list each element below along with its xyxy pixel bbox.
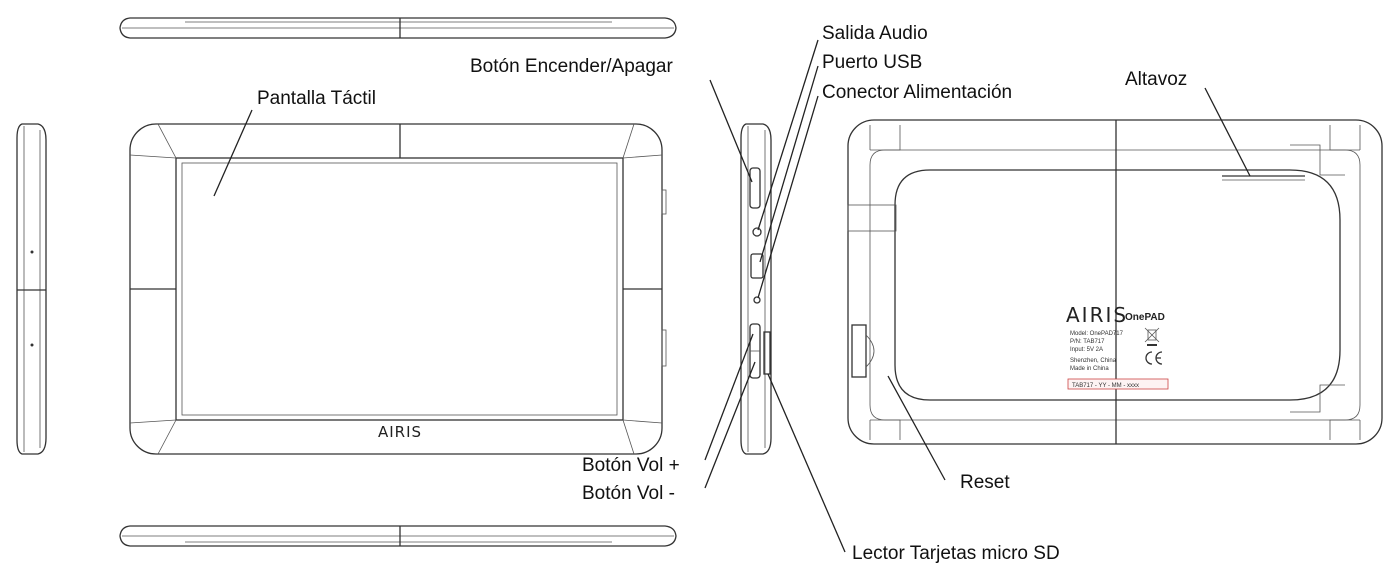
ce-mark-icon xyxy=(1145,351,1163,365)
label-line-3: Input: 5V 2A xyxy=(1070,347,1103,353)
power-connector-shape xyxy=(753,296,761,304)
front-view: AIRIS xyxy=(129,123,667,455)
leader-lines xyxy=(213,39,1251,553)
bottom-edge-view xyxy=(119,525,677,547)
audio-jack-shape xyxy=(752,227,762,237)
label-line-5: Made in China xyxy=(1070,366,1109,372)
power-button-shape xyxy=(749,167,761,209)
right-side-view xyxy=(740,123,772,455)
label-vol-up: Botón Vol + xyxy=(582,455,680,476)
label-sd-reader: Lector Tarjetas micro SD xyxy=(852,543,1060,564)
top-edge-view xyxy=(119,17,677,39)
label-audio-out: Salida Audio xyxy=(822,23,928,44)
label-line-1: Model: OnePAD717 xyxy=(1070,331,1124,337)
label-line-2: P/N: TAB717 xyxy=(1070,339,1105,345)
back-view: AIRIS OnePAD Model: OnePAD717 P/N: TAB71… xyxy=(847,119,1383,445)
sd-slot-shape xyxy=(763,331,771,375)
weee-bin-icon xyxy=(1144,327,1160,346)
label-usb-port: Puerto USB xyxy=(822,52,922,73)
label-reset: Reset xyxy=(960,472,1010,493)
label-touchscreen: Pantalla Táctil xyxy=(257,88,376,109)
usb-port-shape xyxy=(750,253,764,279)
label-power-connector: Conector Alimentación xyxy=(822,82,1012,103)
back-logo: AIRIS xyxy=(1066,303,1128,327)
left-side-view xyxy=(16,123,47,455)
label-vol-down: Botón Vol - xyxy=(582,483,675,504)
serial-number: TAB717 - YY - MM - xxxx xyxy=(1072,383,1139,389)
label-power-button: Botón Encender/Apagar xyxy=(470,56,673,77)
label-line-4: Shenzhen, China xyxy=(1070,358,1117,364)
product-label: AIRIS OnePAD Model: OnePAD717 P/N: TAB71… xyxy=(1066,303,1169,390)
callout-labels: Pantalla Táctil Botón Encender/Apagar Sa… xyxy=(257,23,1187,564)
back-model-name: OnePAD xyxy=(1125,312,1165,323)
label-speaker: Altavoz xyxy=(1125,69,1187,90)
front-logo: AIRIS xyxy=(378,423,422,441)
